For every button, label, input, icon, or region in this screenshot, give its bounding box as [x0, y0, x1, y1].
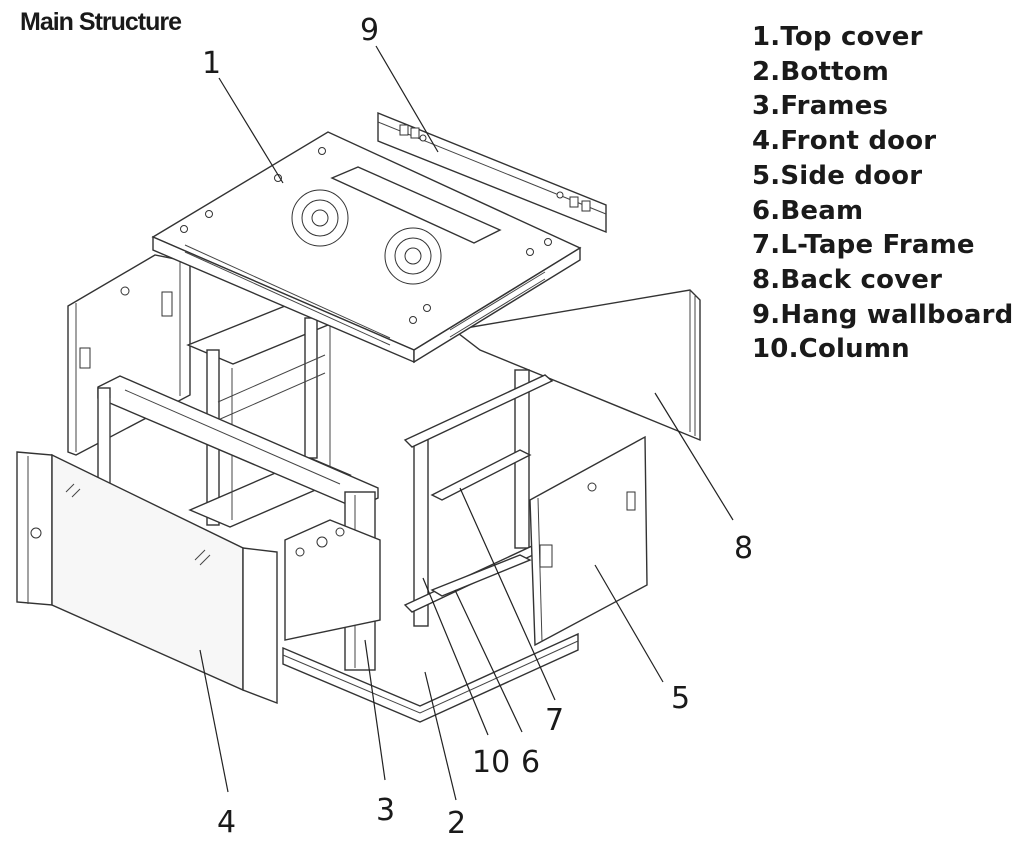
front-door [16, 451, 278, 705]
callout-frames: 3 [376, 793, 395, 828]
back-cover [452, 289, 701, 442]
side-door [529, 435, 648, 647]
callout-beam: 6 [521, 745, 540, 780]
legend-item-side-door: 5.Side door [752, 160, 923, 191]
hang-wallboard [377, 111, 607, 234]
legend-item-bottom: 2.Bottom [752, 56, 890, 87]
callout-back-cover: 8 [734, 531, 753, 566]
callout-bottom: 2 [447, 806, 466, 841]
legend-item-front-door: 4.Front door [752, 126, 937, 157]
legend-item-l-tape-frame: 7.L-Tape Frame [752, 230, 975, 261]
bottom [282, 519, 579, 723]
callout-side-door: 5 [671, 681, 690, 716]
top-cover [151, 131, 582, 364]
legend-item-top-cover: 1.Top cover [752, 22, 923, 52]
legend-item-hang-wallboard: 9.Hang wallboard [752, 299, 1014, 330]
legend-item-frames: 3.Frames [752, 91, 889, 122]
callout-column: 10 [472, 745, 510, 780]
callout-front-door: 4 [217, 805, 236, 840]
callout-numbers: 1 9 8 5 7 6 10 2 3 4 [202, 13, 753, 841]
parts-legend: 1.Top cover 2.Bottom 3.Frames 4.Front do… [752, 20, 1014, 367]
legend-item-column: 10.Column [752, 334, 910, 365]
diagram-title: Main Structure [20, 8, 182, 36]
callout-l-tape-frame: 7 [545, 703, 564, 738]
leader-lines [199, 45, 734, 801]
legend-item-beam: 6.Beam [752, 195, 864, 226]
callout-top-cover: 1 [202, 46, 221, 81]
legend-item-back-cover: 8.Back cover [752, 264, 943, 295]
rack-columns [403, 369, 554, 627]
callout-hang-wallboard: 9 [360, 13, 379, 48]
